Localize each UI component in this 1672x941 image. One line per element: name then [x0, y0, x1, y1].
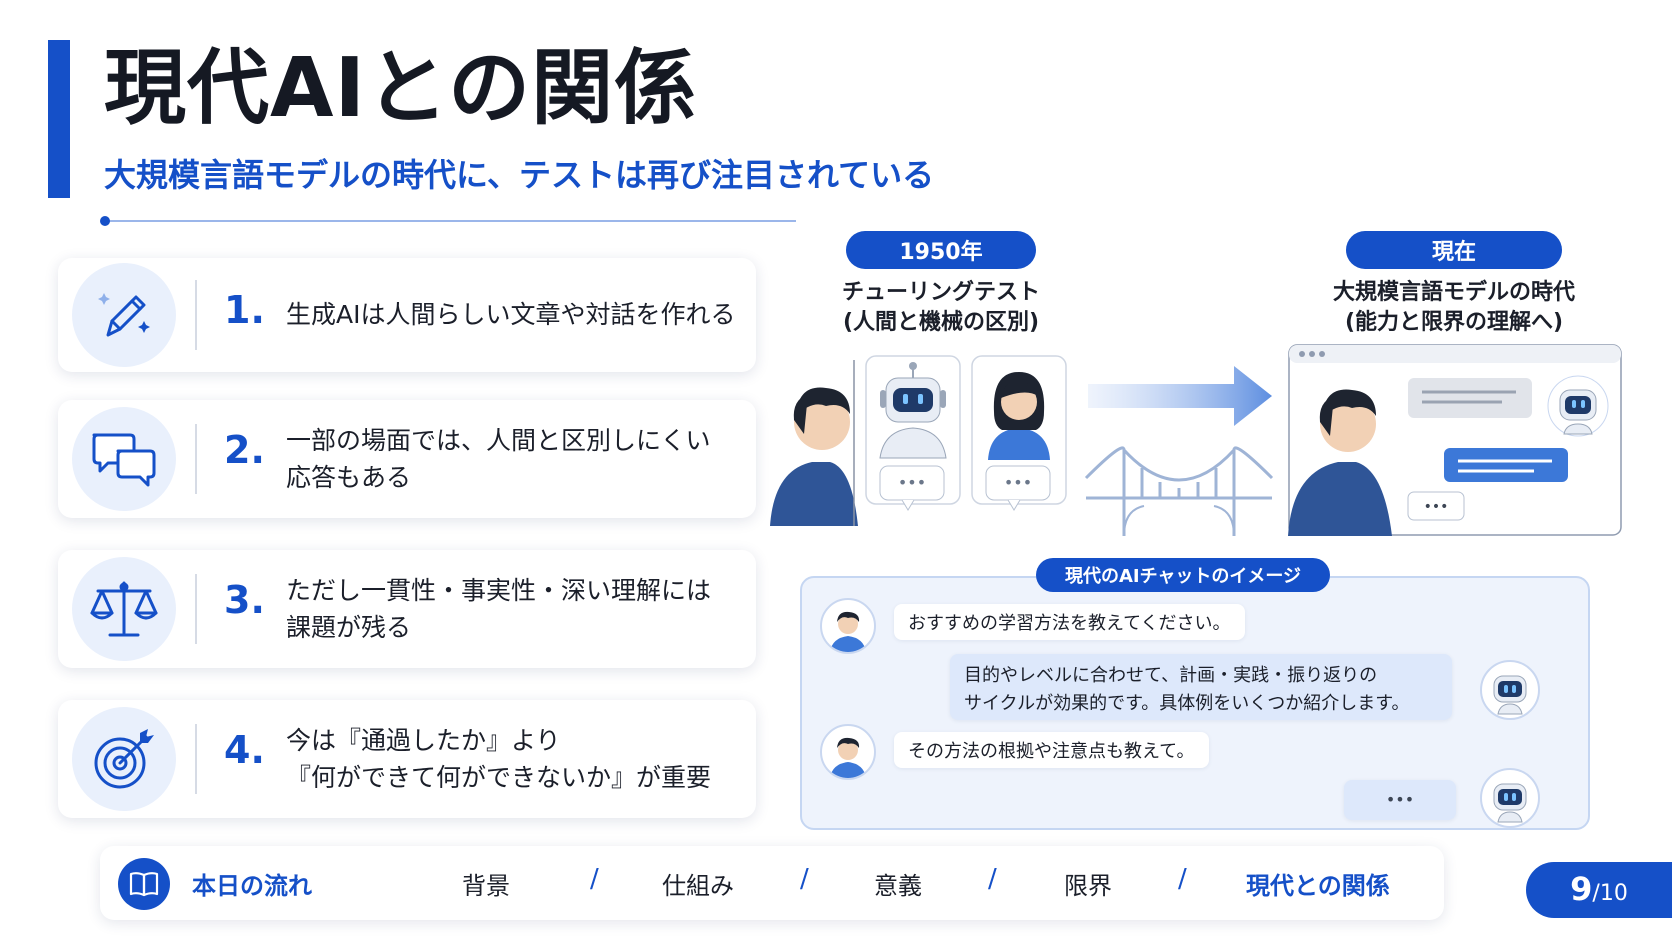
woman-icon: [988, 372, 1050, 460]
agenda-item-mechanism[interactable]: 仕組み: [662, 872, 734, 900]
badge-1950: 1950年: [846, 231, 1036, 269]
point-card-3: 3. ただし一貫性・事実性・深い理解には 課題が残る: [58, 550, 756, 668]
point-number: 4.: [224, 728, 265, 772]
chat-message-user: その方法の根拠や注意点も教えて。: [894, 732, 1209, 768]
pencil-sparkle-icon: [72, 263, 176, 367]
point-text: ただし一貫性・事実性・深い理解には 課題が残る: [286, 576, 712, 642]
agenda-item-limits[interactable]: 限界: [1064, 872, 1112, 900]
user-avatar: [820, 724, 876, 780]
target-arrow-icon: [72, 707, 176, 811]
agenda-item-background[interactable]: 背景: [462, 872, 510, 900]
agenda-label: 本日の流れ: [192, 872, 312, 900]
person-icon: [1288, 389, 1392, 536]
agenda-item-current[interactable]: 現代との関係: [1246, 872, 1390, 900]
svg-text:•••: •••: [1004, 473, 1032, 492]
point-card-2: 2. 一部の場面では、人間と区別しにくい 応答もある: [58, 400, 756, 518]
caption-turing-test: チューリングテスト (人間と機械の区別): [841, 280, 1040, 335]
human-judge-icon: [770, 387, 858, 526]
agenda-separator: /: [590, 864, 599, 894]
svg-text:•••: •••: [898, 473, 926, 492]
robot-avatar: [1480, 768, 1540, 828]
speech-bubbles-icon: [72, 407, 176, 511]
page-title: 現代AIとの関係: [104, 41, 698, 136]
point-number: 1.: [224, 288, 265, 332]
page-subtitle: 大規模言語モデルの時代に、テストは再び注目されている: [104, 156, 935, 194]
robot-avatar: [1480, 660, 1540, 720]
title-accent-bar: [48, 40, 70, 198]
robot-icon: [879, 362, 947, 459]
agenda-footer: 本日の流れ 背景 / 仕組み / 意義 / 限界 / 現代との関係: [100, 846, 1444, 920]
robot-icon: [1547, 375, 1609, 437]
point-text: 一部の場面では、人間と区別しにくい 応答もある: [286, 426, 711, 492]
book-icon: [118, 858, 170, 910]
chat-typing-indicator: •••: [1344, 780, 1456, 820]
point-card-1: 1. 生成AIは人間らしい文章や対話を作れる: [58, 258, 756, 372]
chat-example-label: 現代のAIチャットのイメージ: [1036, 558, 1330, 592]
bridge-icon: [1084, 446, 1274, 537]
agenda-item-significance[interactable]: 意義: [874, 872, 922, 900]
chat-window-illustration: •••: [1288, 344, 1622, 536]
progress-arrow-icon: [1084, 366, 1274, 537]
svg-text:•••: •••: [1424, 499, 1449, 515]
caption-llm-era: 大規模言語モデルの時代 (能力と限界の理解へ): [1332, 280, 1575, 335]
scales-icon: [72, 557, 176, 661]
agenda-separator: /: [1178, 864, 1187, 894]
point-number: 2.: [224, 428, 265, 472]
badge-present: 現在: [1346, 231, 1562, 269]
point-text: 今は『通過したか』より 『何ができて何ができないか』が重要: [286, 726, 712, 792]
point-text: 生成AIは人間らしい文章や対話を作れる: [286, 300, 736, 329]
chat-message-ai: 目的やレベルに合わせて、計画・実践・振り返りの サイクルが効果的です。具体例をい…: [950, 654, 1452, 720]
turing-test-illustration: ••• •••: [770, 355, 1067, 526]
agenda-separator: /: [800, 864, 809, 894]
point-card-4: 4. 今は『通過したか』より 『何ができて何ができないか』が重要: [58, 700, 756, 818]
agenda-separator: /: [988, 864, 997, 894]
title-divider: [100, 216, 796, 226]
point-number: 3.: [224, 578, 265, 622]
chat-message-user: おすすめの学習方法を教えてください。: [894, 604, 1245, 640]
page-number: 9/10: [1526, 862, 1672, 918]
user-avatar: [820, 598, 876, 654]
